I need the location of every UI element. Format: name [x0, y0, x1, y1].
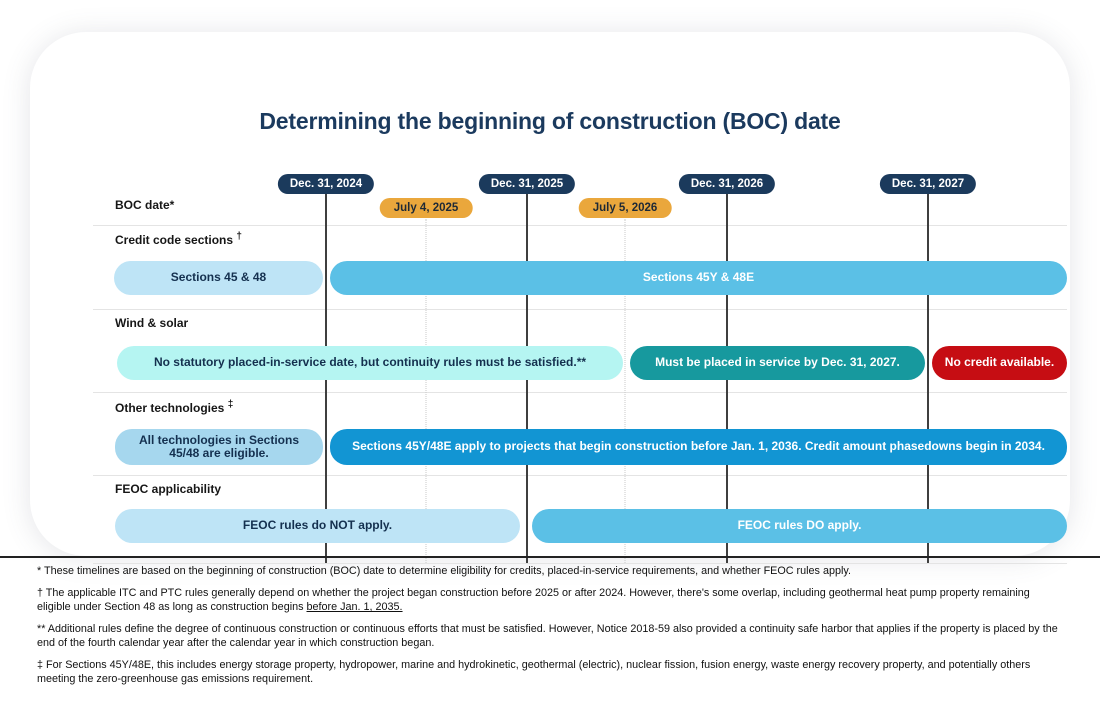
row-label-text: Credit code sections: [115, 233, 234, 247]
footnote-itc-ptc: † The applicable ITC and PTC rules gener…: [37, 586, 1066, 614]
dagger-marker: †: [236, 231, 242, 242]
milestone-date-pill: Dec. 31, 2026: [678, 174, 776, 194]
row-label-text: Other technologies: [115, 401, 225, 415]
row-label-credit-code: Credit code sections †: [115, 231, 242, 247]
double-dagger-marker: ‡: [227, 399, 234, 410]
row-label-wind-solar: Wind & solar: [115, 316, 189, 330]
bar-wind-no-statutory-date: No statutory placed-in-service date, but…: [117, 346, 623, 380]
milestone-line-2027: [927, 194, 929, 563]
milestone-date-pill: Dec. 31, 2025: [478, 174, 576, 194]
milestone-date-pill: Dec. 31, 2027: [879, 174, 977, 194]
row-divider: [93, 392, 1067, 393]
row-divider: [93, 475, 1067, 476]
bar-other-all-technologies: All technologies in Sections 45/48 are e…: [115, 429, 323, 465]
row-label-feoc: FEOC applicability: [115, 482, 222, 496]
row-divider: [93, 563, 1067, 564]
timeline-chart: Dec. 31, 2024 Dec. 31, 2025 Dec. 31, 202…: [93, 172, 1067, 564]
bar-wind-no-credit: No credit available.: [932, 346, 1067, 380]
bar-feoc-do-apply: FEOC rules DO apply.: [532, 509, 1067, 543]
section-divider: [0, 556, 1100, 558]
row-divider: [93, 225, 1067, 226]
footnote-text: † The applicable ITC and PTC rules gener…: [37, 587, 1030, 614]
bar-wind-placed-in-service: Must be placed in service by Dec. 31, 20…: [630, 346, 925, 380]
footnote-underlined-date: before Jan. 1, 2035.: [306, 601, 403, 614]
row-divider: [93, 309, 1067, 310]
bar-sections-45-48: Sections 45 & 48: [114, 261, 323, 295]
bar-feoc-not-apply: FEOC rules do NOT apply.: [115, 509, 520, 543]
footnote-45y-48e: ‡ For Sections 45Y/48E, this includes en…: [37, 659, 1031, 686]
footnote-timelines: * These timelines are based on the begin…: [37, 565, 851, 577]
bar-other-45y-48e-apply: Sections 45Y/48E apply to projects that …: [330, 429, 1067, 465]
infographic-card: Determining the beginning of constructio…: [30, 32, 1070, 564]
footnotes: * These timelines are based on the begin…: [37, 564, 1066, 694]
page-title: Determining the beginning of constructio…: [259, 108, 841, 134]
boc-date-pill: July 5, 2026: [578, 198, 672, 218]
bar-sections-45y-48e: Sections 45Y & 48E: [330, 261, 1067, 295]
boc-date-pill: July 4, 2025: [379, 198, 473, 218]
milestone-date-pill: Dec. 31, 2024: [277, 174, 375, 194]
boc-dotted-line-2026: [624, 219, 626, 563]
row-label-other-technologies: Other technologies ‡: [115, 399, 233, 415]
boc-dotted-line-2025: [425, 219, 427, 563]
footnote-continuity: ** Additional rules define the degree of…: [37, 623, 1058, 650]
row-label-boc-date: BOC date*: [115, 198, 175, 212]
